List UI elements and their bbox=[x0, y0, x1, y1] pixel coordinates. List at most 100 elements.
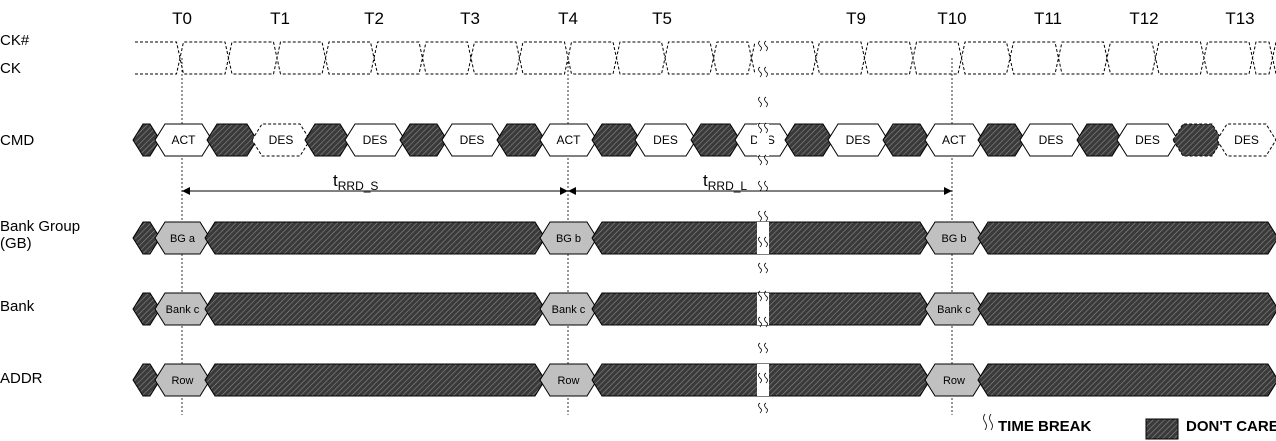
bank-bus-value-text: Bank c bbox=[166, 304, 200, 316]
cmd-dont-care bbox=[1172, 123, 1223, 157]
time-break-gap bbox=[757, 364, 769, 396]
reference-lines bbox=[181, 58, 953, 415]
cmd-value-text: DES bbox=[1135, 133, 1160, 147]
cmd-value-text: DES bbox=[269, 133, 294, 147]
bank-bus-value: Bank c bbox=[924, 292, 984, 326]
cmd-value: DES bbox=[441, 123, 503, 157]
cmd-value-text: ACT bbox=[557, 133, 582, 147]
tick-label: T10 bbox=[937, 9, 966, 28]
bank-group-label: Bank Group bbox=[0, 218, 80, 235]
bank-group-bus-value: BG b bbox=[924, 221, 984, 255]
cmd-value-text: DES bbox=[653, 133, 678, 147]
cmd-value: DES bbox=[344, 123, 406, 157]
addr-bus-value-text: Row bbox=[557, 375, 579, 387]
time-break-mark bbox=[758, 236, 768, 248]
tick-label: T2 bbox=[364, 9, 384, 28]
ck-n-label: CK# bbox=[0, 32, 30, 49]
cmd-value-text: DES bbox=[363, 133, 388, 147]
time-break-mark bbox=[758, 210, 768, 222]
addr-label: ADDR bbox=[0, 370, 43, 387]
time-break-mark bbox=[758, 316, 768, 328]
tick-label: T9 bbox=[846, 9, 866, 28]
tick-label: T13 bbox=[1225, 9, 1254, 28]
tick-label: T0 bbox=[172, 9, 192, 28]
bus-rows: ACTDESDESDESACTDESDESDESACTDESDESDESBG a… bbox=[132, 123, 1276, 397]
trrd-s-arrowhead-left bbox=[182, 187, 190, 195]
tick-label: T3 bbox=[460, 9, 480, 28]
trrd-l-arrowhead-left bbox=[568, 187, 576, 195]
cmd-dont-care bbox=[496, 123, 546, 157]
time-break-mark bbox=[758, 342, 768, 354]
tick-label: T1 bbox=[270, 9, 290, 28]
dont-care-legend-label: DON'T CARE bbox=[1186, 418, 1276, 435]
bank-group-bus-dont-care bbox=[204, 221, 546, 255]
cmd-dont-care bbox=[399, 123, 448, 157]
time-break-mark bbox=[758, 262, 768, 274]
addr-bus-value: Row bbox=[924, 363, 984, 397]
tick-label: T11 bbox=[1034, 9, 1062, 28]
bank-bus-value: Bank c bbox=[539, 292, 598, 326]
addr-bus-value: Row bbox=[154, 363, 211, 397]
addr-bus-value-text: Row bbox=[171, 375, 193, 387]
time-break-mark bbox=[758, 66, 768, 78]
cmd-dont-care bbox=[690, 123, 741, 157]
time-break-mark bbox=[758, 96, 768, 108]
cmd-label: CMD bbox=[0, 132, 34, 149]
cmd-value-text: DES bbox=[1039, 133, 1064, 147]
time-break-column bbox=[757, 40, 769, 414]
bank-group-bus-value-text: BG b bbox=[556, 233, 581, 245]
time-break-mark bbox=[758, 180, 768, 192]
bank-bus-dont-care bbox=[977, 292, 1276, 326]
time-break-mark bbox=[758, 122, 768, 134]
cmd-value: ACT bbox=[539, 123, 598, 157]
cmd-value: DES bbox=[1216, 123, 1276, 157]
bank-group-bus-value: BG a bbox=[154, 221, 211, 255]
trrd-s-arrowhead-right bbox=[560, 187, 568, 195]
tick-label: T12 bbox=[1129, 9, 1158, 28]
cmd-value: DES bbox=[1019, 123, 1083, 157]
cmd-value: DES bbox=[1116, 123, 1179, 157]
ck-n-wave bbox=[135, 41, 756, 75]
cmd-dont-care bbox=[882, 123, 931, 157]
cmd-value: DES bbox=[827, 123, 889, 157]
time-break-gap bbox=[757, 222, 769, 254]
addr-bus-value-text: Row bbox=[943, 375, 965, 387]
addr-bus: Row Row Row bbox=[132, 363, 1276, 397]
cmd-value: ACT bbox=[154, 123, 213, 157]
clock-waveform bbox=[135, 41, 1276, 75]
time-break-mark bbox=[758, 290, 768, 302]
cmd-value-text: ACT bbox=[942, 133, 967, 147]
timing-arrows: tRRD_S tRRD_L bbox=[182, 171, 952, 195]
ck-wave-2 bbox=[771, 41, 1276, 75]
trrd-l-arrowhead-right bbox=[944, 187, 952, 195]
bank-group-bus-dont-care bbox=[977, 221, 1276, 255]
cmd-dont-care bbox=[977, 123, 1026, 157]
cmd-value: DES bbox=[634, 123, 697, 157]
tick-label: T4 bbox=[558, 9, 578, 28]
cmd-value-text: DES bbox=[846, 133, 871, 147]
time-break-mark bbox=[758, 40, 768, 52]
cmd-dont-care bbox=[784, 123, 834, 157]
time-break-mark bbox=[758, 372, 768, 384]
addr-bus-dont-care bbox=[977, 363, 1276, 397]
cmd-dont-care bbox=[304, 123, 351, 157]
cmd-value: DES bbox=[251, 123, 311, 157]
bank-group-label-abbr: (GB) bbox=[0, 235, 32, 252]
ck-wave bbox=[135, 41, 756, 75]
cmd-value-text: ACT bbox=[172, 133, 197, 147]
bank-bus: Bank c Bank c Bank c bbox=[132, 292, 1276, 326]
bank-label: Bank bbox=[0, 298, 35, 315]
signal-labels: CK# CK CMD Bank Group (GB) Bank ADDR bbox=[0, 32, 80, 387]
ck-label: CK bbox=[0, 60, 21, 77]
dont-care-swatch bbox=[1145, 418, 1179, 440]
trrd-l-label: tRRD_L bbox=[703, 171, 747, 193]
bank-group-bus-value-text: BG a bbox=[170, 233, 196, 245]
bank-bus-dont-care bbox=[204, 292, 546, 326]
time-break-gap bbox=[757, 124, 769, 156]
time-break-mark bbox=[758, 402, 768, 414]
addr-bus-value: Row bbox=[539, 363, 598, 397]
cmd-bus: ACTDESDESDESACTDESDESDESACTDESDESDES bbox=[132, 123, 1276, 157]
time-break-icon bbox=[983, 413, 993, 431]
cmd-dont-care bbox=[591, 123, 641, 157]
